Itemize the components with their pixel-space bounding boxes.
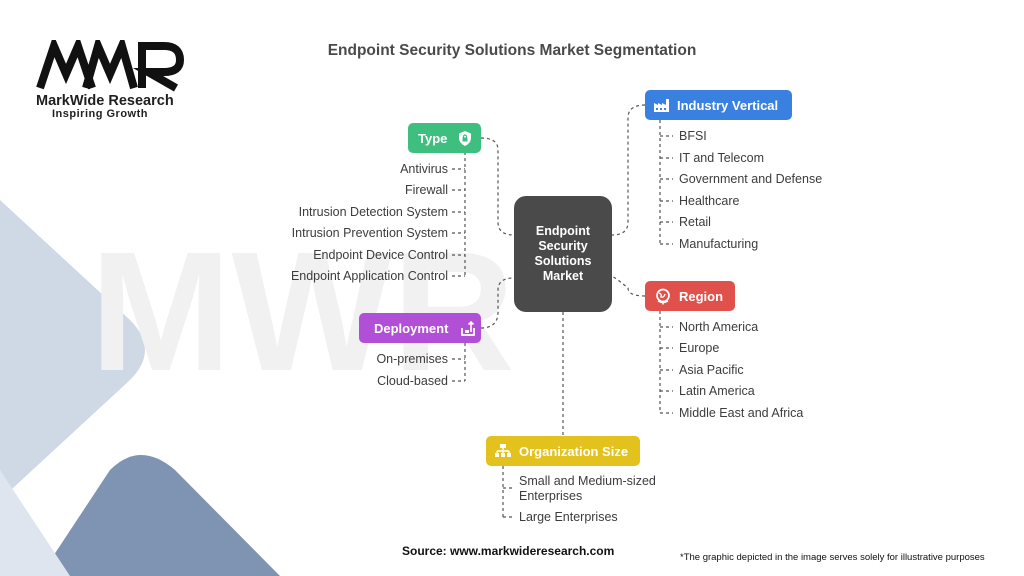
connector-type (480, 137, 515, 236)
category-industry-vertical: Industry Vertical (645, 90, 792, 120)
upload-box-icon (459, 319, 477, 337)
industry-item-manufacturing: Manufacturing (679, 237, 759, 251)
shield-icon (456, 129, 474, 147)
region-item-latin-america: Latin America (679, 384, 755, 398)
category-organization-size: Organization Size (486, 436, 640, 466)
center-node-label: Endpoint Security Solutions Market (534, 224, 592, 283)
org-chart-icon (494, 442, 512, 460)
center-node: Endpoint Security Solutions Market (514, 196, 612, 312)
category-industry-vertical-label: Industry Vertical (677, 97, 779, 113)
industry-item-retail: Retail (679, 215, 711, 229)
connector-deployment (480, 277, 515, 329)
region-item-asia-pacific: Asia Pacific (679, 363, 744, 377)
watermark-text: MWR (90, 217, 515, 407)
org-size-item-large: Large Enterprises (519, 510, 618, 524)
category-type: Type (408, 123, 481, 153)
connector-region (611, 275, 646, 297)
type-item-device-control: Endpoint Device Control (313, 248, 448, 262)
region-item-europe: Europe (679, 341, 720, 355)
logo-mark (36, 40, 185, 92)
category-region: Region (645, 281, 735, 311)
category-type-label: Type (418, 130, 448, 146)
industry-item-it-telecom: IT and Telecom (679, 151, 765, 165)
type-item-ips: Intrusion Prevention System (291, 226, 448, 240)
background-diagonal-band (0, 200, 145, 500)
industry-item-healthcare: Healthcare (679, 194, 740, 208)
org-size-item-sme: Small and Medium-sized Enterprises (519, 474, 656, 503)
deployment-item-cloud-based: Cloud-based (377, 374, 448, 388)
background-corner-shape (0, 470, 70, 576)
category-deployment: Deployment (359, 313, 481, 343)
logo-name: MarkWide Research (36, 93, 174, 109)
industry-item-bfsi: BFSI (679, 129, 707, 143)
region-item-north-america: North America (679, 320, 759, 334)
disclaimer-text: *The graphic depicted in the image serve… (680, 552, 985, 563)
type-item-ids: Intrusion Detection System (298, 205, 448, 219)
type-item-application-control: Endpoint Application Control (290, 269, 448, 283)
logo-tagline: Inspiring Growth (52, 108, 148, 120)
type-item-antivirus: Antivirus (400, 162, 448, 176)
factory-icon (653, 96, 671, 114)
background-lower-shape (40, 455, 280, 576)
source-text: Source: www.markwideresearch.com (402, 544, 615, 558)
type-item-firewall: Firewall (404, 183, 448, 197)
connector-industry-vertical (611, 104, 646, 236)
category-region-label: Region (679, 288, 724, 304)
deployment-item-on-premises: On-premises (376, 352, 448, 366)
region-item-mea: Middle East and Africa (679, 406, 804, 420)
category-deployment-label: Deployment (374, 320, 449, 336)
globe-icon (654, 287, 672, 305)
category-organization-size-label: Organization Size (519, 443, 629, 459)
page-title: Endpoint Security Solutions Market Segme… (327, 42, 697, 59)
industry-item-government-defense: Government and Defense (679, 172, 823, 186)
